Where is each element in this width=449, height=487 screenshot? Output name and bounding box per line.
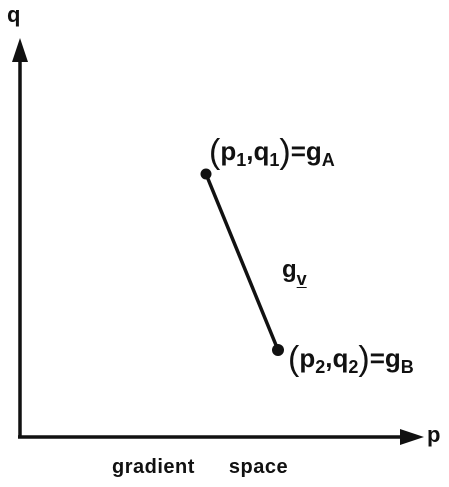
point-b-q: q xyxy=(332,343,349,373)
point-b-p-sub: 2 xyxy=(315,357,326,377)
point-b-g: g xyxy=(384,343,401,373)
gradient-segment xyxy=(204,173,280,351)
point-a-label: (p1,q1)=gA xyxy=(209,135,335,169)
close-paren: ) xyxy=(279,133,291,171)
comma: , xyxy=(325,343,333,373)
point-a-q-sub: 1 xyxy=(269,150,280,170)
point-b-marker xyxy=(272,344,284,356)
point-a-marker xyxy=(200,168,212,180)
point-a-q: q xyxy=(253,136,270,166)
open-paren: ( xyxy=(209,133,221,171)
q-axis-arrowhead xyxy=(12,38,28,62)
q-axis-label: q xyxy=(7,2,21,27)
segment-label-sub: v xyxy=(296,269,307,289)
point-b-q-sub: 2 xyxy=(348,357,359,377)
point-a-p: p xyxy=(220,136,237,166)
point-b-label: (p2,q2)=gB xyxy=(288,342,414,376)
segment-label: gv xyxy=(282,256,307,289)
caption-word-gradient: gradient xyxy=(112,456,195,478)
point-b-p: p xyxy=(299,343,316,373)
open-paren: ( xyxy=(288,340,300,378)
diagram-caption: gradient space xyxy=(112,457,288,477)
point-a-g-sub: A xyxy=(321,150,335,170)
caption-word-space: space xyxy=(228,456,289,478)
point-b-g-sub: B xyxy=(400,357,414,377)
point-a-g: g xyxy=(305,136,322,166)
equals-sign: = xyxy=(369,343,385,373)
equals-sign: = xyxy=(290,136,306,166)
p-axis-arrowhead xyxy=(400,429,424,445)
point-a-p-sub: 1 xyxy=(236,150,247,170)
comma: , xyxy=(246,136,254,166)
close-paren: ) xyxy=(358,340,370,378)
p-axis-label: p xyxy=(427,422,441,447)
segment-label-main: g xyxy=(282,256,297,283)
